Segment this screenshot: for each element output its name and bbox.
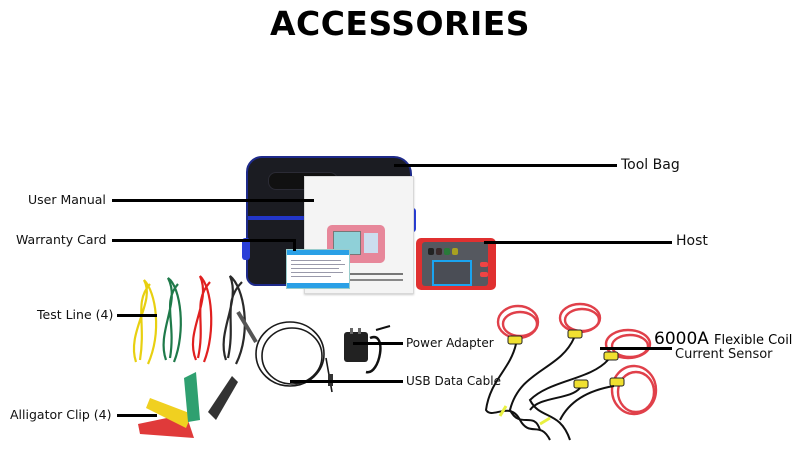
- card-text: [291, 276, 331, 277]
- manual-text: [335, 279, 403, 281]
- test-lines-image: [133, 275, 258, 365]
- label-power-adapter: Power Adapter: [406, 336, 494, 350]
- host-face: [422, 242, 488, 286]
- alligator-clips-image: [138, 372, 238, 438]
- card-text: [291, 272, 343, 273]
- callout-line-host: [484, 241, 672, 244]
- callout-line-warranty-card-drop: [293, 239, 296, 251]
- label-host: Host: [676, 233, 708, 249]
- card-text: [291, 260, 341, 261]
- sensor-name-line2: Current Sensor: [675, 347, 773, 362]
- power-adapter-image: [344, 325, 391, 374]
- card-footer-bar: [287, 283, 349, 288]
- host-jack: [436, 248, 442, 255]
- callout-line-tool-bag: [394, 164, 617, 167]
- manual-device-keys: [364, 233, 378, 253]
- card-header-bar: [287, 250, 349, 255]
- callout-line-coil-sensor: [600, 347, 672, 350]
- card-text: [291, 264, 345, 265]
- label-user-manual: User Manual: [28, 192, 106, 207]
- host-button: [480, 272, 488, 277]
- label-test-line: Test Line (4): [37, 307, 114, 322]
- callout-line-power-adapter: [353, 342, 403, 345]
- callout-line-user-manual: [112, 199, 314, 202]
- warranty-card-image: [286, 249, 350, 289]
- callout-line-test-line: [117, 314, 157, 317]
- callout-line-usb-cable: [290, 380, 403, 383]
- host-screen: [432, 260, 472, 286]
- label-alligator-clip: Alligator Clip (4): [10, 407, 112, 422]
- host-jack: [428, 248, 434, 255]
- label-usb-data-cable: USB Data Cable: [406, 374, 501, 388]
- host-device-image: [416, 238, 496, 290]
- label-tool-bag: Tool Bag: [621, 157, 680, 173]
- host-button: [480, 262, 488, 267]
- callout-line-alligator-clip: [117, 414, 157, 417]
- flexible-coil-image: [484, 302, 658, 441]
- usb-cable-image: [255, 321, 333, 393]
- bag-side-strap: [242, 238, 250, 260]
- page-title: ACCESSORIES: [269, 4, 531, 43]
- host-jack: [452, 248, 458, 255]
- host-jack: [444, 248, 450, 255]
- sensor-rating: 6000A: [654, 329, 709, 349]
- label-coil-sensor: 6000A Flexible Coil: [654, 329, 792, 348]
- callout-line-warranty-card: [112, 239, 296, 242]
- card-text: [291, 268, 339, 269]
- label-warranty-card: Warranty Card: [16, 232, 107, 247]
- sensor-name-line1: Flexible Coil: [714, 333, 793, 348]
- manual-text: [349, 273, 403, 275]
